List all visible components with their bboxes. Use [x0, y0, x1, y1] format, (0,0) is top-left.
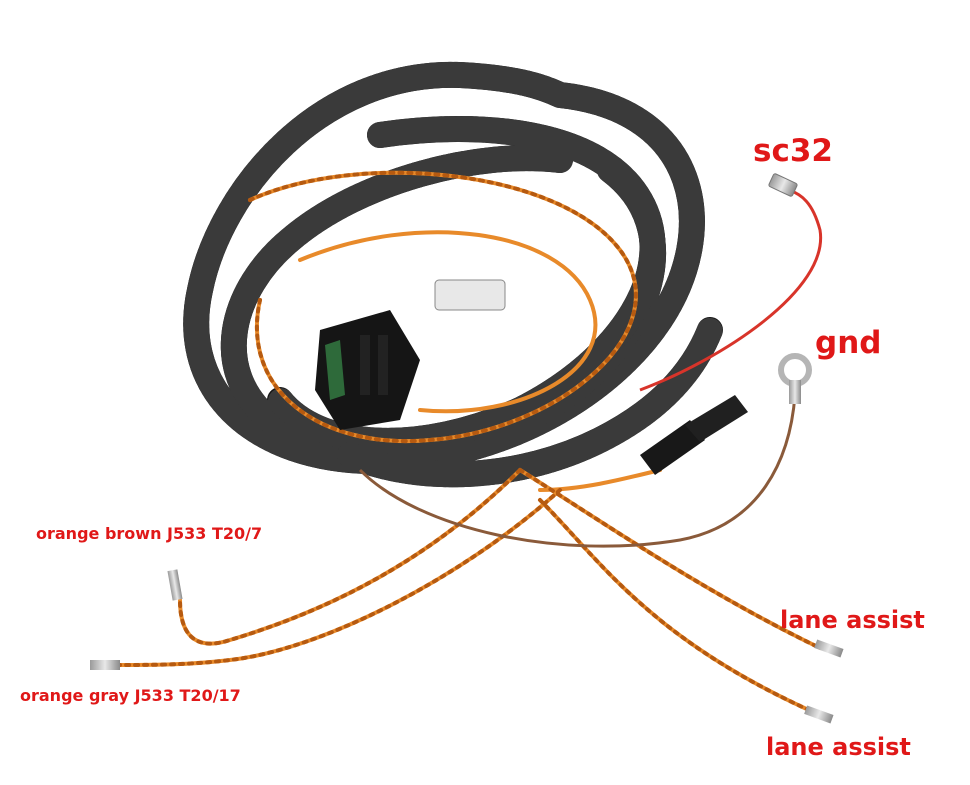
label-sc32: sc32: [753, 133, 833, 169]
center-clip: [434, 279, 506, 311]
pin-terminal-lane-assist-2: [804, 705, 834, 724]
orange-wire-to-connector: [538, 468, 662, 492]
label-orange-brown: orange brown J533 T20/7: [36, 524, 263, 543]
red-wire-sc32: [639, 188, 823, 392]
pin-terminal-orange-brown: [167, 569, 183, 601]
spade-terminal-sc32: [768, 173, 798, 197]
label-lane-assist-2: lane assist: [766, 733, 911, 761]
pin-terminal-lane-assist-1: [814, 639, 844, 658]
label-gnd: gnd: [815, 325, 882, 361]
ring-terminal-gnd: [778, 353, 812, 404]
brown-wire-gnd: [358, 394, 797, 548]
orange-wire-loop-b: [298, 230, 598, 414]
label-lane-assist-1: lane assist: [780, 606, 925, 634]
orange-twisted-wires: [113, 170, 822, 717]
connector-small-black: [640, 395, 748, 475]
orange-wire-to-left-pin-2: [113, 488, 562, 667]
orange-wire-lane-assist-1: [518, 468, 822, 650]
label-orange-gray: orange gray J533 T20/17: [20, 686, 241, 705]
orange-wire-lane-assist-2: [538, 498, 822, 717]
pin-terminal-orange-gray: [90, 660, 120, 670]
connector-20pin: [315, 310, 420, 430]
orange-wire-to-left-pins: [178, 468, 522, 646]
